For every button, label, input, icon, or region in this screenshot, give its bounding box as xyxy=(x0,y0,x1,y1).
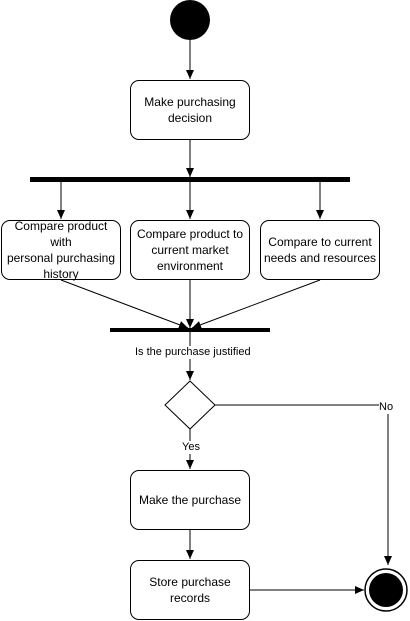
compare-market-action: Compare product to current market enviro… xyxy=(130,220,250,280)
edge-history-to-join xyxy=(60,279,189,329)
compare-needs-action: Compare to current needs and resources xyxy=(260,220,380,280)
guard-question-label: Is the purchase justified xyxy=(135,346,251,359)
final-node-inner xyxy=(369,573,403,607)
edge-needs-to-join xyxy=(191,279,321,329)
compare-history-action: Compare product with personal purchasing… xyxy=(1,219,121,281)
fork-bar xyxy=(30,177,350,182)
store-purchase-records-action: Store purchase records xyxy=(130,560,250,620)
make-the-purchase-action: Make the purchase xyxy=(130,470,250,530)
yes-label: Yes xyxy=(182,441,200,454)
decision-diamond xyxy=(164,380,216,430)
initial-node xyxy=(170,0,210,40)
join-bar xyxy=(110,328,270,332)
no-label: No xyxy=(379,401,394,414)
make-purchasing-decision-action: Make purchasing decision xyxy=(130,80,250,140)
